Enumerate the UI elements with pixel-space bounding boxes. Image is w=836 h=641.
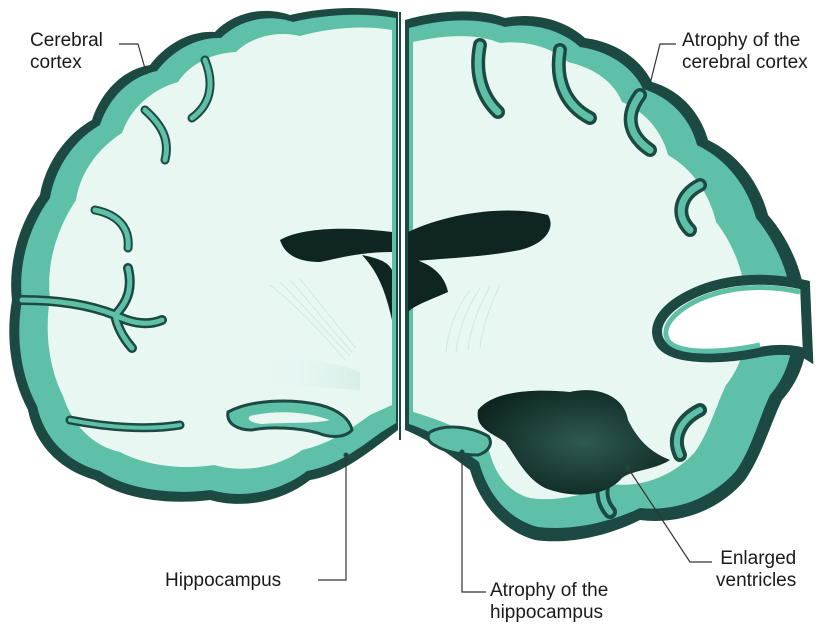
healthy-hemisphere [9, 8, 398, 504]
label-enlarged-ventricles: Enlarged ventricles [716, 548, 796, 592]
label-atrophy-cerebral-cortex: Atrophy of the cerebral cortex [682, 30, 808, 74]
atrophied-hippocampus-shape [428, 427, 490, 455]
label-cerebral-cortex: Cerebral cortex [30, 30, 103, 74]
label-atrophy-hippocampus: Atrophy of the hippocampus [490, 580, 608, 624]
leader-atrophy-cortex [650, 44, 676, 84]
atrophied-hemisphere [405, 11, 808, 541]
label-hippocampus: Hippocampus [165, 570, 281, 592]
